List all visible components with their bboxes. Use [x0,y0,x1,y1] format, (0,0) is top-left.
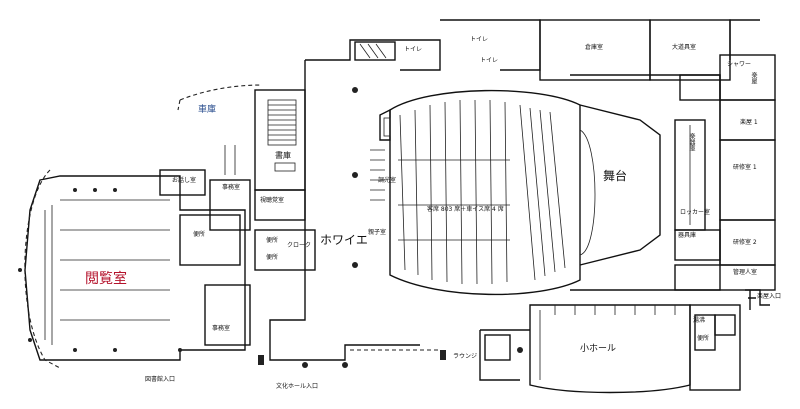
control-label: 調光室 [378,177,397,184]
toilet-label-3: トイレ [480,57,499,64]
office-2-label: 事務室 [222,184,241,191]
toilet-short-label-4: 便所 [697,335,710,342]
training-2-label: 研修室 2 [733,239,757,246]
lounge-label: ラウンジ [453,353,478,360]
toilet-short-label-2: 便所 [266,237,279,244]
toilet-short-label-3: 便所 [266,254,279,261]
entrance-markers [258,290,756,365]
large-props-label: 大道具室 [672,44,697,51]
shower-label: シャワー [727,61,752,68]
small-hall-area [479,304,741,394]
dressing-2-label: 楽屋 [750,72,757,84]
foyer-label: ホワイエ [320,233,368,247]
training-1-label: 研修室 1 [733,164,757,171]
library-entrance-label: 図書館入口 [145,376,176,383]
toilet-short-label-1: 便所 [193,231,206,238]
cloakroom-label: クローク [287,242,312,249]
dressing-1-label: 楽屋 1 [740,119,758,126]
equipment-label: 器具庫 [678,232,697,239]
storage-label: 倉庫室 [585,44,604,51]
toilet-label-2: トイレ [470,36,489,43]
kitchen-label: 湯沸 [693,317,706,324]
small-hall-label: 小ホール [580,344,617,354]
backstage-rooms [674,19,776,306]
audiovisual-room-label: 視聴覚室 [260,197,285,204]
toilet-label-1: トイレ [404,46,423,53]
locker-label: ロッカー室 [680,209,711,216]
seating-label: 客席 803 席＋車イス席 4 席 [427,206,504,213]
foyer-block [269,19,731,361]
reading-room-label: 閲覧室 [85,271,127,287]
instrument-label: 楽器庫 [688,133,695,151]
stage-label: 舞台 [603,169,628,183]
stage-area [570,74,721,291]
storytelling-room-label: お話し室 [172,177,197,184]
auditorium [370,89,581,296]
stack-block [254,89,316,271]
office-label: 事務室 [212,325,231,332]
manager-label: 管理人室 [733,269,758,276]
parent-child-room-label: 親子室 [368,229,387,236]
columns [18,87,523,368]
stack-room-label: 書庫 [275,151,291,160]
culture-hall-entrance-label: 文化ホール入口 [276,383,319,390]
garage-label: 車庫 [198,105,217,115]
backstage-entrance-label: 楽屋入口 [757,293,782,300]
